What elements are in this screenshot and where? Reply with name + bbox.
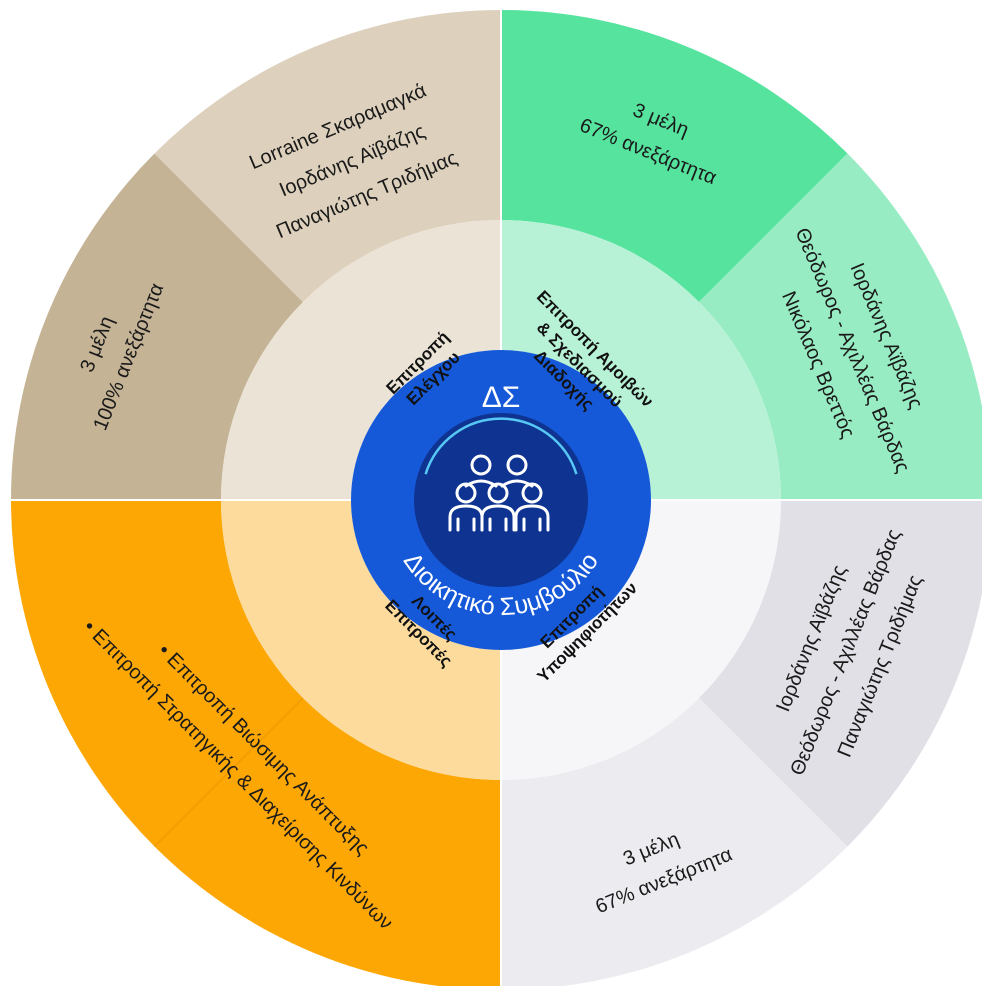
nomination-committee-segment: [501, 500, 781, 780]
board-arc-accent: [424, 417, 578, 475]
board-center: ΔΣ Διοικητικό Συμβούλιο: [351, 350, 651, 650]
audit-committee-segment: [221, 220, 501, 500]
remuneration-members-segment: [699, 153, 982, 500]
audit-members-segment: [154, 9, 501, 302]
segment-separators: [11, 10, 982, 986]
remuneration-committee-segment: [501, 220, 781, 500]
people-group-icon: [448, 454, 550, 532]
nomination-stats-segment: [501, 698, 848, 986]
other-committees-segment: [11, 500, 501, 986]
remuneration-stats-segment: [501, 9, 848, 302]
other-committees-inner-segment: [221, 500, 501, 780]
outer-ring: [10, 9, 982, 986]
board-abbreviation: ΔΣ: [482, 381, 521, 414]
inner-ring: [221, 220, 781, 780]
audit-stats-segment: [10, 153, 303, 500]
nomination-members-segment: [699, 500, 982, 847]
other-committees-divider: [153, 697, 304, 848]
